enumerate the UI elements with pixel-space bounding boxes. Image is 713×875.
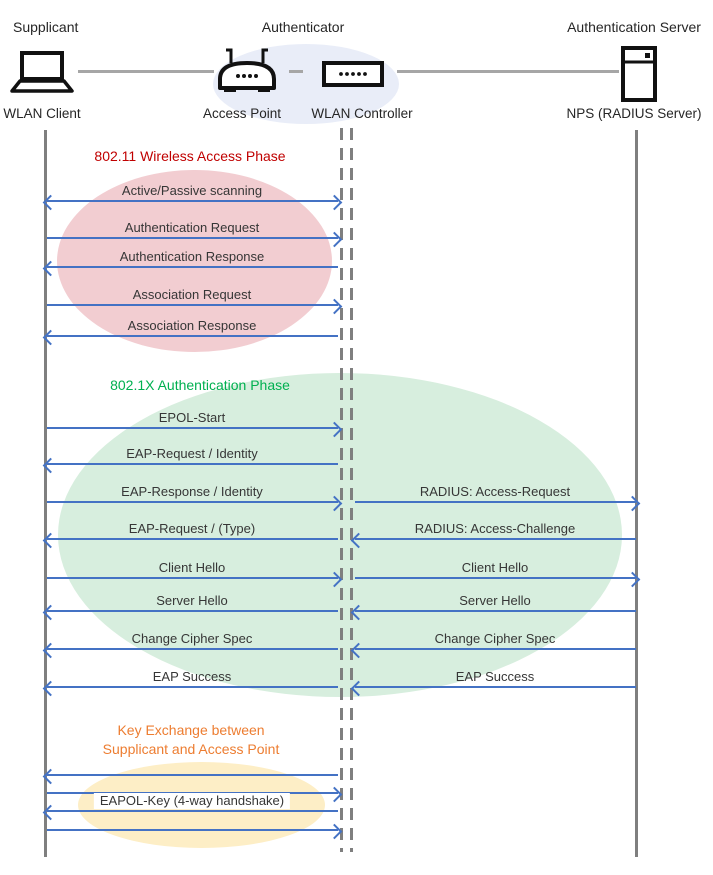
message-arrow-left: [47, 686, 338, 688]
message-label: Server Hello: [459, 593, 531, 608]
message-arrow-left: [47, 810, 338, 812]
message-label: RADIUS: Access-Challenge: [414, 521, 576, 536]
message-arrow-left: [47, 335, 338, 337]
message-label: Active/Passive scanning: [121, 183, 263, 198]
authentication-phase-title: 802.1X Authentication Phase: [110, 377, 290, 393]
message-arrow-right: [47, 304, 338, 306]
message-arrow-left: [47, 463, 338, 465]
message-label: Change Cipher Spec: [434, 631, 556, 646]
node-label-access-point: Access Point: [202, 106, 282, 121]
message-arrow-right: [47, 427, 338, 429]
message-label: Change Cipher Spec: [131, 631, 253, 646]
message-label: Authentication Response: [119, 249, 265, 264]
message-arrow-left: [355, 610, 636, 612]
message-arrow-left: [47, 774, 338, 776]
message-label: EAP-Request / Identity: [126, 446, 258, 461]
message-label: EAP Success: [455, 669, 535, 684]
connector-line: [78, 70, 214, 73]
message-label: EAP Success: [152, 669, 232, 684]
message-arrow-left: [355, 648, 636, 650]
message-label: EAP-Response / Identity: [121, 484, 263, 499]
lifeline-wlan-client: [44, 130, 47, 857]
message-arrow-both: [47, 200, 338, 202]
message-label: Client Hello: [158, 560, 226, 575]
wlan-controller-icon: [322, 61, 384, 87]
message-arrow-right: [47, 237, 338, 239]
access-point-icon: [218, 48, 276, 92]
message-arrow-right: [47, 501, 338, 503]
message-arrow-right: [355, 501, 636, 503]
message-arrow-left: [355, 538, 636, 540]
lifeline-wlan-controller-right: [350, 128, 353, 852]
message-label: Server Hello: [156, 593, 228, 608]
lifeline-wlan-controller-left: [340, 128, 343, 852]
connector-line: [289, 70, 303, 73]
message-arrow-right: [355, 577, 636, 579]
message-arrow-left: [47, 610, 338, 612]
message-arrow-left: [47, 538, 338, 540]
node-label-wlan-controller: WLAN Controller: [311, 106, 413, 121]
message-arrow-left: [355, 686, 636, 688]
role-label-authentication-server: Authentication Server: [567, 19, 701, 35]
node-label-wlan-client: WLAN Client: [3, 106, 81, 121]
lifeline-nps: [635, 130, 638, 857]
wireless-phase-title: 802.11 Wireless Access Phase: [94, 148, 286, 164]
message-label: Client Hello: [461, 560, 529, 575]
role-label-authenticator: Authenticator: [261, 19, 345, 35]
message-arrow-left: [47, 266, 338, 268]
laptop-icon: [10, 51, 74, 93]
message-label: EAPOL-Key (4-way handshake): [93, 793, 291, 809]
message-arrow-left: [47, 648, 338, 650]
role-label-supplicant: Supplicant: [13, 19, 79, 35]
key-exchange-phase-title: Key Exchange between Supplicant and Acce…: [102, 722, 280, 757]
message-label: Association Request: [132, 287, 252, 302]
message-label: Authentication Request: [124, 220, 260, 235]
message-label: EPOL-Start: [158, 410, 226, 425]
message-arrow-right: [47, 577, 338, 579]
message-arrow-right: [47, 829, 338, 831]
server-icon: [621, 46, 657, 102]
message-label: Association Response: [127, 318, 257, 333]
node-label-nps: NPS (RADIUS Server): [566, 106, 702, 121]
connector-line: [397, 70, 619, 73]
message-label: EAP-Request / (Type): [128, 521, 256, 536]
message-label: RADIUS: Access-Request: [419, 484, 571, 499]
